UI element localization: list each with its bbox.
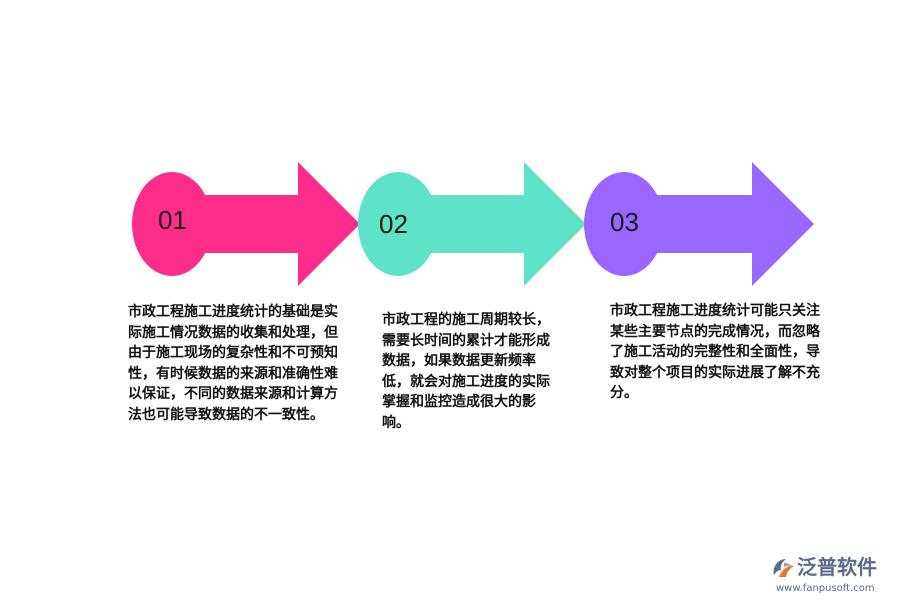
step-1-description: 市政工程施工进度统计的基础是实际施工情况数据的收集和处理，但由于施工现场的复杂性… <box>128 304 338 423</box>
step-1-arrow-body <box>172 162 360 286</box>
step-arrow-1 <box>132 162 360 286</box>
step-2-description: 市政工程的施工周期较长，需要长时间的累计才能形成数据，如果数据更新频率低，就会对… <box>382 312 550 431</box>
step-arrow-3 <box>584 162 814 286</box>
logo-url: www.fanpusoft.com <box>776 583 875 594</box>
logo-name: 泛普软件 <box>797 555 877 579</box>
step-1-number: 01 <box>158 205 187 235</box>
step-3-arrow-body <box>624 162 814 286</box>
fanpu-logo-icon <box>773 559 794 577</box>
step-3-number: 03 <box>610 207 639 237</box>
step-3-description: 市政工程施工进度统计可能只关注某些主要节点的完成情况，而忽略了施工活动的完整性和… <box>610 303 820 401</box>
step-2-arrow-body <box>398 162 586 286</box>
fanpu-logo: 泛普软件 www.fanpusoft.com <box>770 553 895 598</box>
step-2-number: 02 <box>379 209 408 239</box>
step-arrow-2 <box>358 162 586 286</box>
